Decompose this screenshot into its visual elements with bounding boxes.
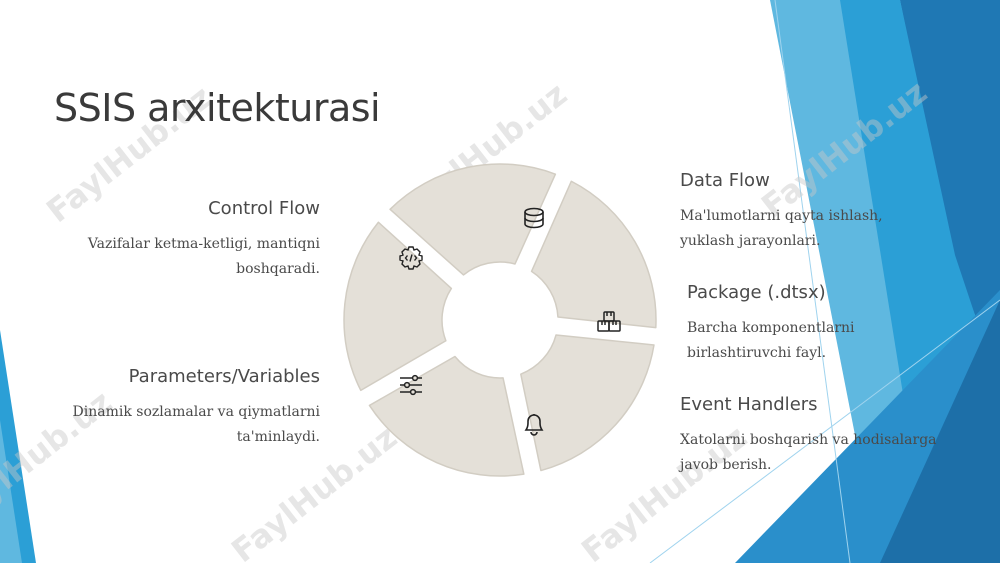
control-flow-description: Vazifalar ketma-ketligi, mantiqni boshqa… — [88, 232, 320, 282]
deco-shape-bottom-dark — [880, 300, 1000, 563]
code-gear-icon — [399, 246, 423, 270]
sliders-icon — [400, 374, 422, 396]
package-description: Barcha komponentlarni birlashtiruvchi fa… — [687, 316, 855, 366]
deco-line — [649, 299, 1000, 563]
parameters-heading: Parameters/Variables — [128, 366, 320, 387]
deco-shape-dark — [900, 0, 1000, 380]
boxes-icon — [597, 311, 621, 332]
data-flow-line: yuklash jarayonlari. — [680, 233, 821, 249]
data-flow-heading: Data Flow — [680, 170, 770, 191]
ring-segment-data-flow — [530, 180, 657, 329]
control-flow-heading: Control Flow — [208, 198, 320, 219]
event-handlers-heading: Event Handlers — [680, 394, 818, 415]
parameters-line: Dinamik sozlamalar va qiymatlarni — [72, 404, 320, 420]
bell-icon — [524, 414, 544, 436]
ring-segment-parameters — [343, 221, 453, 392]
event-handlers-description: Xatolarni boshqarish va hodisalarga javo… — [680, 428, 937, 478]
ring-segment-package — [520, 334, 655, 472]
event-handlers-line: Xatolarni boshqarish va hodisalarga — [680, 432, 937, 448]
deco-shape-left-light — [0, 420, 22, 563]
control-flow-line: Vazifalar ketma-ketligi, mantiqni — [87, 236, 320, 252]
parameters-line: ta'minlaydi. — [236, 429, 320, 445]
data-flow-description: Ma'lumotlarni qayta ishlash, yuklash jar… — [680, 204, 883, 254]
data-flow-line: Ma'lumotlarni qayta ishlash, — [680, 208, 883, 224]
package-line: birlashtiruvchi fayl. — [687, 345, 827, 361]
database-icon — [524, 207, 544, 229]
package-heading: Package (.dtsx) — [687, 282, 826, 303]
ring-segment-event-handlers — [368, 355, 525, 477]
deco-line — [774, 0, 851, 563]
slide-title: SSIS arxitekturasi — [54, 86, 381, 130]
package-line: Barcha komponentlarni — [687, 320, 855, 336]
ring-segment-control-flow — [389, 163, 557, 276]
control-flow-line: boshqaradi. — [236, 261, 320, 277]
ring-segments — [343, 163, 657, 477]
parameters-description: Dinamik sozlamalar va qiymatlarni ta'min… — [73, 400, 320, 450]
event-handlers-line: javob berish. — [680, 457, 772, 473]
